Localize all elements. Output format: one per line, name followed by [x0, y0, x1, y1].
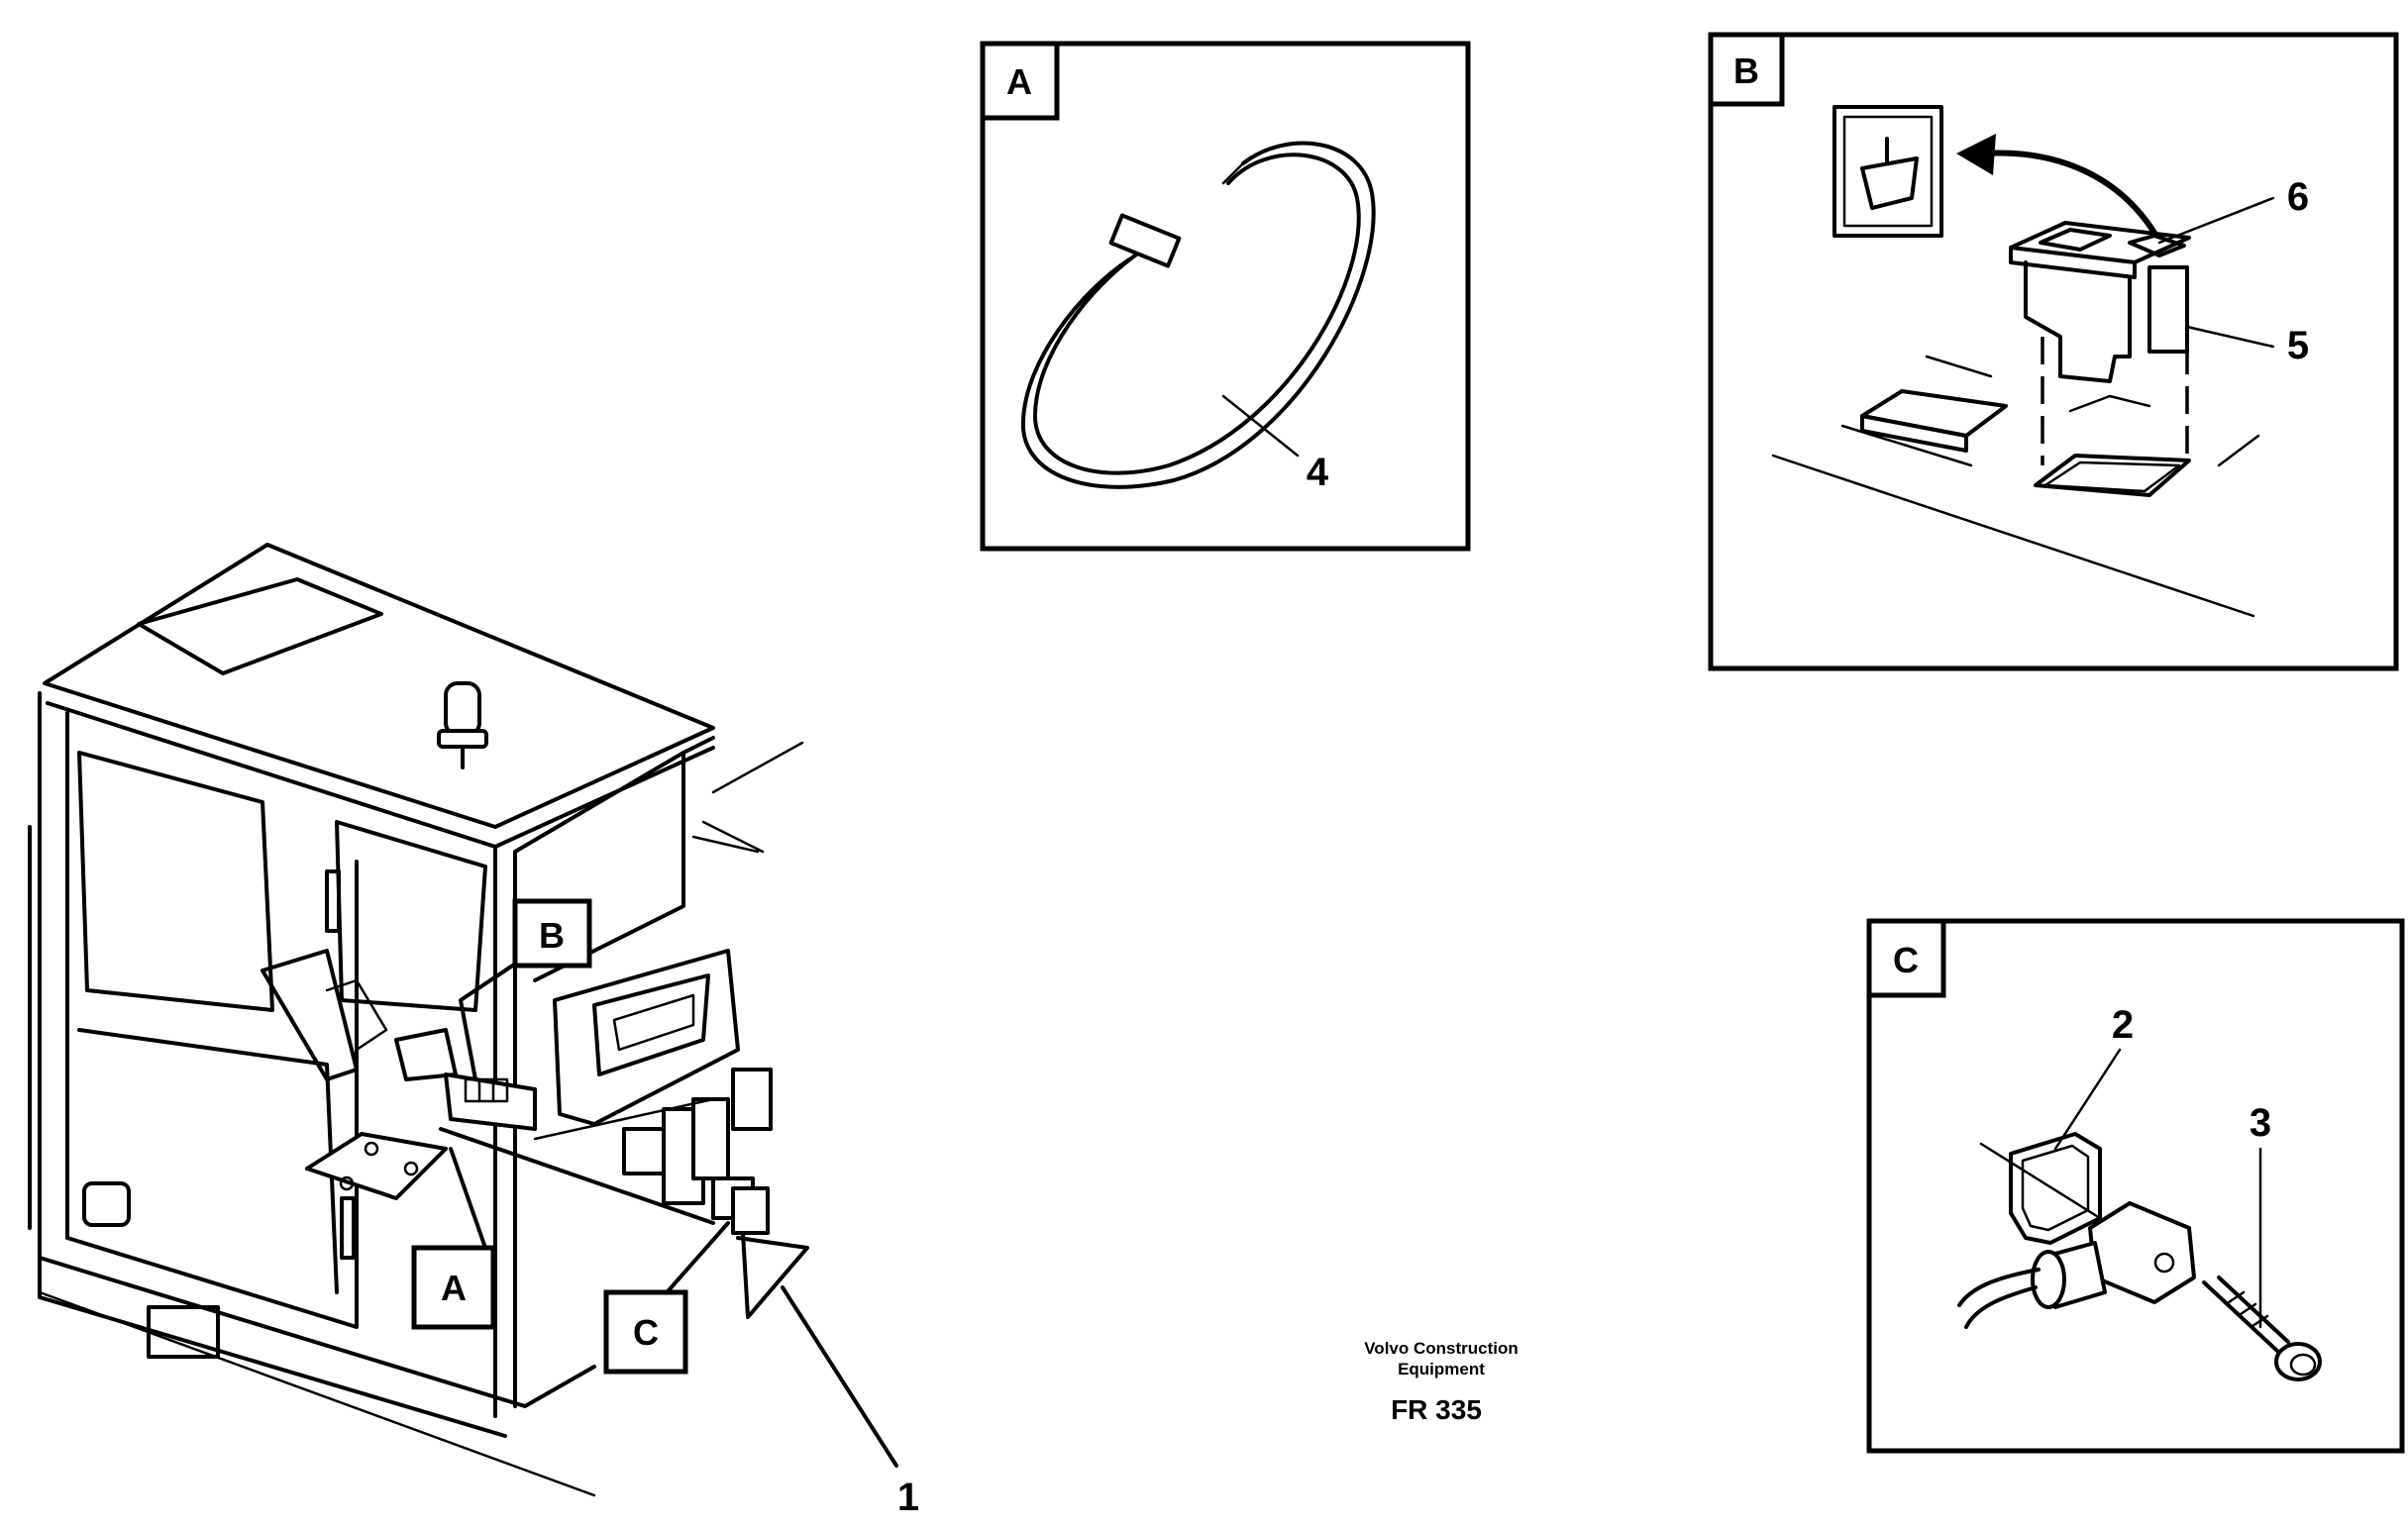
- drawing-code: FR 335: [1391, 1394, 1482, 1425]
- tag-c-main: C: [603, 1289, 688, 1375]
- arrow-icon: [1956, 134, 2157, 236]
- panel-c-tag: C: [1893, 940, 1919, 980]
- panel-b-tag: B: [1733, 51, 1759, 91]
- credit-line-2: Equipment: [1398, 1360, 1485, 1379]
- panel-c: C 2 3: [1866, 918, 2405, 1454]
- callout-3: 3: [2250, 1101, 2271, 1145]
- credit-line-1: Volvo Construction: [1364, 1339, 1518, 1358]
- panel-a-tag: A: [1006, 61, 1032, 102]
- tag-b-main: B: [512, 898, 592, 969]
- callout-5: 5: [2287, 324, 2309, 367]
- tag-b-main-label: B: [539, 915, 565, 956]
- bolt-icon: [2202, 1276, 2322, 1381]
- cab-illustration: [28, 543, 898, 1497]
- callout-6: 6: [2287, 175, 2309, 219]
- callout-1: 1: [897, 1476, 919, 1519]
- credit-block: Volvo Construction Equipment FR 335: [1364, 1339, 1518, 1425]
- callout-2: 2: [2112, 1003, 2134, 1047]
- tag-c-main-label: C: [633, 1312, 659, 1353]
- sensor-icon: [1957, 1201, 2196, 1329]
- panel-b: B: [1708, 32, 2399, 671]
- cable-tie-icon: [1020, 141, 1376, 489]
- beacon-icon: [437, 681, 488, 769]
- rocker-switch-icon: [2009, 221, 2191, 383]
- panel-a: A 4: [980, 41, 1471, 552]
- tag-a-main: A: [411, 1245, 496, 1330]
- bucket-symbol-icon: [1832, 105, 1943, 238]
- gasket-icon: [2009, 1132, 2102, 1245]
- callout-4: 4: [1307, 451, 1329, 494]
- tag-a-main-label: A: [441, 1268, 467, 1308]
